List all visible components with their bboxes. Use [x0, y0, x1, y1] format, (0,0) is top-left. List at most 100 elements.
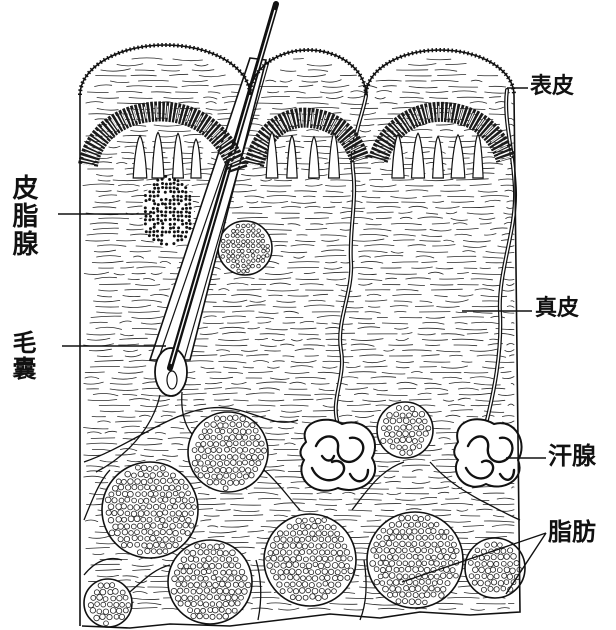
fat-cell — [100, 589, 106, 595]
fat-cell — [245, 468, 250, 473]
fiber-stroke — [84, 428, 109, 429]
sebaceous-cell — [152, 211, 155, 214]
fiber-stroke — [195, 65, 208, 67]
fat-cell — [328, 556, 333, 561]
fiber-stroke — [267, 195, 296, 196]
fat-cell — [374, 554, 379, 559]
sebaceous-cell — [246, 234, 250, 238]
fat-cell — [394, 426, 399, 431]
fiber-stroke — [221, 526, 248, 527]
sebaceous-cell — [168, 178, 171, 181]
fiber-stroke — [151, 294, 169, 296]
fiber-stroke — [171, 427, 184, 428]
fiber-stroke — [481, 195, 509, 196]
fiber-stroke — [94, 250, 115, 252]
fiber-stroke — [95, 201, 120, 203]
fiber-stroke — [305, 179, 319, 180]
fat-cell — [192, 448, 197, 453]
fiber-stroke — [265, 272, 292, 274]
fat-cell — [297, 582, 302, 587]
fat-cell — [138, 485, 143, 490]
fiber-stroke — [443, 400, 453, 401]
fat-cell — [229, 589, 234, 594]
sebaceous-cell — [152, 230, 155, 233]
sebaceous-cell — [156, 235, 159, 238]
fat-cell — [312, 523, 318, 529]
fiber-stroke — [216, 510, 231, 511]
fiber-stroke — [503, 312, 514, 313]
fiber-stroke — [449, 87, 478, 88]
fat-cell — [395, 587, 401, 593]
sebaceous-cell — [144, 206, 147, 209]
fiber-stroke — [346, 366, 360, 368]
fiber-stroke — [304, 345, 325, 346]
sebaceous-cell — [261, 259, 265, 263]
fiber-stroke — [87, 92, 108, 93]
fat-cell — [153, 466, 158, 471]
fiber-stroke — [324, 267, 342, 269]
sebaceous-cell — [172, 242, 175, 245]
fat-cell — [234, 480, 239, 485]
fat-cell — [125, 511, 130, 516]
fiber-stroke — [402, 465, 430, 466]
fiber-stroke — [87, 432, 101, 434]
fat-cell — [294, 575, 300, 581]
fat-cell — [288, 588, 293, 593]
fat-cell — [188, 556, 194, 562]
sebaceous-cell — [188, 202, 191, 205]
fat-cell — [167, 505, 172, 510]
sebaceous-cell — [173, 203, 176, 206]
fiber-stroke — [116, 553, 130, 554]
fiber-stroke — [88, 400, 117, 401]
fiber-stroke — [326, 191, 343, 192]
fat-cell — [183, 484, 188, 489]
fiber-stroke — [435, 70, 457, 72]
fiber-stroke — [452, 317, 484, 318]
fiber-stroke — [396, 367, 409, 368]
fat-cell — [485, 581, 490, 586]
fiber-stroke — [438, 394, 448, 395]
fiber-stroke — [266, 80, 276, 82]
fat-cell — [332, 563, 338, 569]
fiber-stroke — [170, 74, 188, 75]
sebaceous-cell — [173, 230, 176, 233]
fat-cell — [397, 561, 402, 566]
fiber-stroke — [223, 367, 236, 368]
fat-cell — [201, 442, 206, 447]
fiber-stroke — [422, 340, 447, 341]
fat-cell — [128, 479, 134, 485]
fiber-stroke — [416, 256, 434, 258]
sebaceous-cell — [256, 259, 260, 263]
fat-cell — [278, 556, 283, 561]
fiber-stroke — [138, 603, 161, 605]
fiber-stroke — [423, 322, 444, 324]
fat-cell — [138, 536, 143, 541]
fat-cell — [105, 497, 111, 503]
fat-cell — [197, 563, 202, 568]
fat-cell — [429, 535, 434, 540]
fiber-stroke — [392, 262, 418, 263]
fiber-stroke — [481, 296, 507, 297]
fiber-stroke — [97, 312, 122, 313]
sebaceous-cell — [180, 211, 183, 214]
sebaceous-cell — [160, 242, 163, 245]
sebaceous-cell — [168, 231, 171, 234]
fat-cell — [313, 562, 318, 567]
fiber-stroke — [139, 415, 150, 416]
fat-cell — [237, 473, 242, 478]
sebaceous-cell — [251, 244, 255, 248]
sebaceous-cell — [184, 198, 187, 201]
fat-cell — [233, 455, 238, 460]
fat-cell — [325, 550, 330, 555]
sebaceous-cell — [188, 215, 191, 218]
fat-cell — [508, 562, 513, 567]
fiber-stroke — [183, 134, 201, 136]
sebaceous-cell — [180, 195, 183, 198]
fat-cell — [397, 418, 402, 423]
fat-cell — [469, 574, 474, 579]
fiber-stroke — [328, 344, 347, 346]
fat-cell — [243, 447, 248, 452]
fiber-stroke — [367, 212, 393, 213]
fiber-stroke — [95, 360, 123, 361]
fat-cell — [445, 581, 450, 586]
